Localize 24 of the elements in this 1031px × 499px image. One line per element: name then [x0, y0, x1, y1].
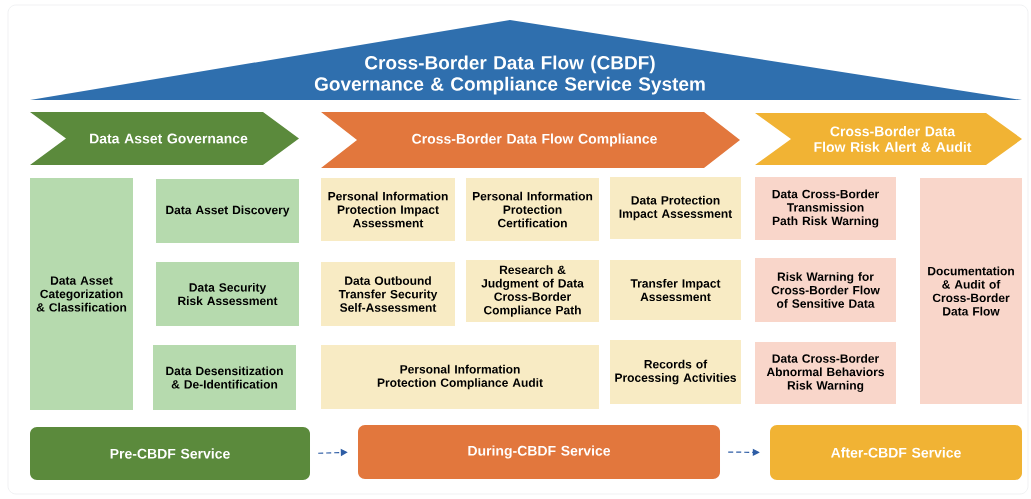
service-box: Research & Judgment of Data Cross-Border Compliance Path	[466, 260, 599, 322]
chevron-banner: Cross-Border Data Flow Compliance	[321, 112, 740, 168]
service-box: Data Security Risk Assessment	[156, 262, 299, 326]
service-box: Data Asset Discovery	[156, 179, 299, 243]
stage-button: During-CBDF Service	[358, 425, 720, 479]
service-box: Risk Warning for Cross-Border Flow of Sensitive Data	[755, 258, 896, 322]
chevron-banner: Data Asset Governance	[30, 112, 299, 165]
service-box: Records of Processing Activities	[610, 340, 741, 404]
service-box: Data Outbound Transfer Security Self-Assessment	[321, 262, 455, 326]
stage-button: After-CBDF Service	[770, 425, 1022, 480]
arrow	[727, 448, 760, 456]
service-box: Data Protection Impact Assessment	[610, 177, 741, 239]
service-box: Data Cross-Border Transmission Path Risk Warning	[755, 177, 896, 240]
service-box: Data Desensitization & De-Identification	[153, 345, 296, 410]
service-box: Transfer Impact Assessment	[610, 260, 741, 320]
service-box: Personal Information Protection Impact Assessment	[321, 178, 455, 241]
service-box: Personal Information Protection Compliance Audit	[321, 345, 599, 409]
service-box: Data Asset Categorization & Classification	[30, 178, 133, 410]
stage-button: Pre-CBDF Service	[30, 427, 310, 480]
chevron-banner: Cross-Border Data Flow Risk Alert & Audit	[755, 113, 1022, 165]
service-box: Documentation & Audit of Cross-Border Data Flow	[920, 178, 1022, 404]
roof-banner: Cross-Border Data Flow (CBDF) Governance & Compliance Service System	[30, 20, 1022, 100]
service-box: Personal Information Protection Certification	[466, 178, 599, 241]
service-box: Data Cross-Border Abnormal Behaviors Risk Warning	[755, 342, 896, 404]
